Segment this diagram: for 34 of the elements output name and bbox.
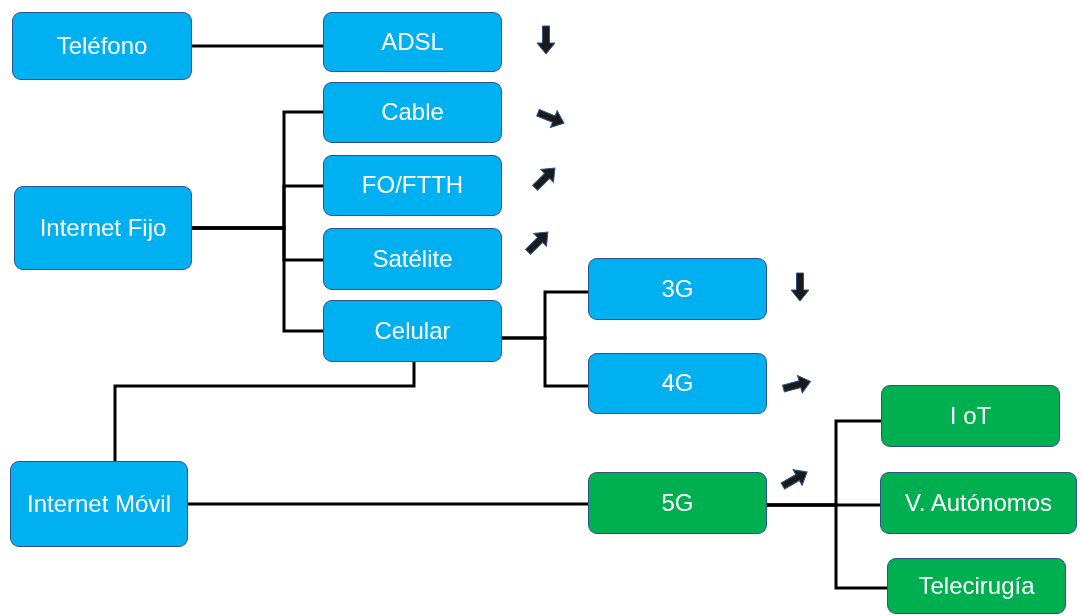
box-label: Internet Móvil [26, 488, 172, 519]
connector-line [502, 336, 588, 388]
box-label: Internet Fijo [39, 212, 167, 243]
box-label: I oT [949, 400, 992, 431]
process-box [323, 228, 502, 290]
connector-line [192, 226, 323, 333]
process-box [12, 12, 192, 80]
process-box [323, 82, 502, 143]
box-label: 5G [661, 487, 694, 518]
box-label: 4G [661, 368, 694, 399]
box-label: Celular [374, 315, 451, 346]
connector-line [113, 362, 416, 461]
process-box [10, 461, 188, 547]
process-box [588, 472, 767, 534]
box-label: Telecirugía [918, 570, 1035, 601]
box-label: FO/FTTH [361, 170, 464, 201]
process-box [588, 353, 767, 414]
process-box [323, 12, 502, 72]
connector-line [192, 44, 323, 48]
process-box [887, 558, 1066, 614]
box-label: Satélite [372, 243, 453, 274]
process-box [881, 385, 1060, 447]
connector-line [188, 502, 588, 506]
box-label: ADSL [381, 26, 444, 57]
process-box [14, 186, 192, 270]
connector-line [767, 503, 887, 590]
process-box [323, 155, 502, 216]
box-label: 3G [661, 273, 694, 304]
box-label: Cable [381, 97, 444, 128]
process-box [588, 258, 767, 320]
process-box [880, 472, 1077, 534]
box-label: Teléfono [56, 30, 148, 61]
process-box [323, 300, 502, 362]
box-label: V. Autónomos [904, 487, 1053, 518]
